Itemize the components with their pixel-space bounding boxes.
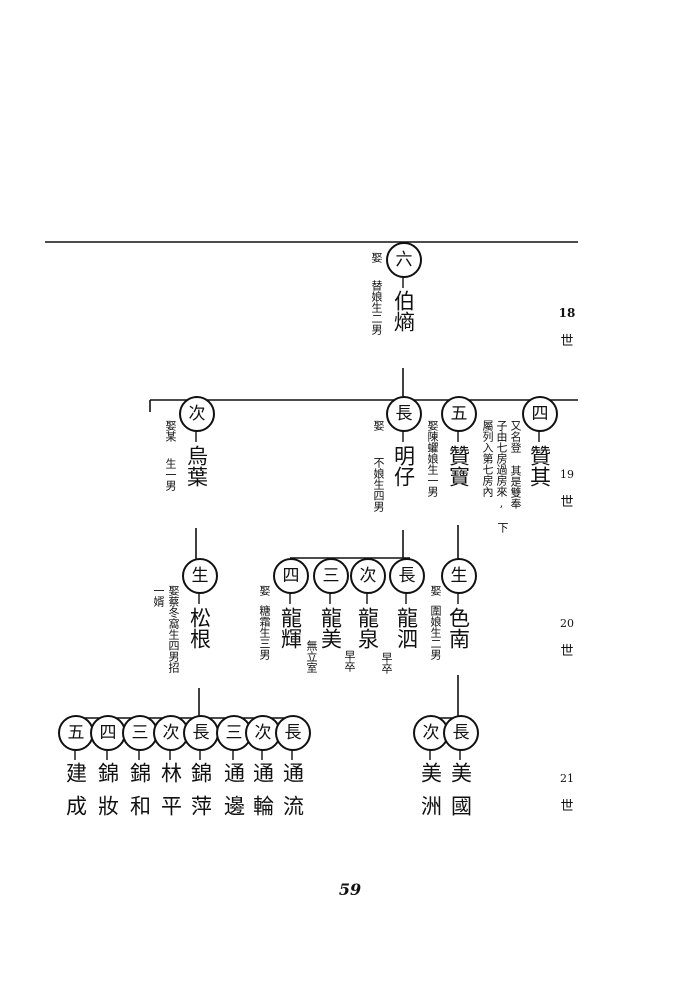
person-name-longquan: 龍泉 [355,607,380,649]
person-note: 下 [496,522,509,533]
person-note: 生一男 [164,458,177,491]
person-name-tongliu: 通流 [280,762,305,828]
person-name-jinhe: 錦和 [127,762,152,828]
person-note: 娶某 [164,420,177,442]
person-name-bo: 伯熵 [391,290,416,332]
person-note: 不娘生四男 [372,457,385,512]
rank-circle-ci: 次 [350,558,386,594]
rank-circle-wu: 五 [441,396,477,432]
person-note: 娶陳蠷娘生一男 [426,420,439,497]
person-name-wuye: 烏葉 [184,445,209,487]
generation-marker-21: 21 世 [560,772,574,814]
generation-marker-19: 19 世 [560,468,574,510]
person-name-mingzai: 明仔 [391,445,416,487]
person-name-tonglun: 通輪 [250,762,275,828]
rank-circle-zhang: 長 [275,715,311,751]
person-note: 替娘生二男 [370,280,383,335]
generation-marker-18: 18 世 [558,306,576,349]
person-note: 娶 [258,585,271,596]
page-number: 59 [338,880,362,899]
person-note: 娶 [372,420,385,431]
person-name-zanbao: 贊寶 [446,445,471,487]
rank-circle-ci: 次 [413,715,449,751]
rank-circle-liu: 六 [386,242,422,278]
person-note: 其是雙奉 [509,465,522,509]
rank-circle-si: 四 [522,396,558,432]
rank-circle-si: 四 [273,558,309,594]
rank-circle-sheng: 生 [182,558,218,594]
person-name-songgen: 松根 [187,607,212,649]
person-note: 圍娘生二男 [429,605,442,660]
person-name-tongbian: 通邊 [221,762,246,828]
person-name-jiancheng: 建成 [63,762,88,828]
rank-circle-ci: 次 [179,396,215,432]
person-note: 早卒 [380,652,393,674]
person-note: 娶蔡冬窩生四男招 [167,585,180,673]
person-note: 娶 [429,585,442,596]
person-name-linping: 林平 [158,762,183,828]
person-name-senan: 色南 [446,607,471,649]
rank-circle-zhang: 長 [443,715,479,751]
person-note: 屬列入第七房內 [481,420,494,497]
rank-circle-san: 三 [122,715,158,751]
person-name-longsi: 龍泗 [394,607,419,649]
person-note: 無立室 [305,640,318,673]
rank-circle-wu: 五 [58,715,94,751]
person-note: 又名登 [509,420,522,453]
person-name-meiguo: 美國 [448,762,473,828]
person-note: 糖霜生三男 [258,605,271,660]
person-name-zanqi: 贊其 [527,445,552,487]
rank-circle-san: 三 [313,558,349,594]
person-note: 子由七房過房來, [495,420,508,510]
person-note: 娶 [370,252,383,263]
person-name-longmei: 龍美 [318,607,343,649]
person-note: 一婿 [152,585,165,607]
rank-circle-zhang: 長 [183,715,219,751]
person-name-jinzhuang: 錦妝 [95,762,120,828]
rank-circle-si: 四 [90,715,126,751]
rank-circle-sheng: 生 [441,558,477,594]
person-note: 早卒 [343,650,356,672]
person-name-longhui: 龍輝 [278,607,303,649]
rank-circle-zhang: 長 [389,558,425,594]
person-name-jinping: 錦萍 [188,762,213,828]
rank-circle-zhang: 長 [386,396,422,432]
generation-marker-20: 20 世 [560,617,574,659]
person-name-meizhou: 美洲 [418,762,443,828]
